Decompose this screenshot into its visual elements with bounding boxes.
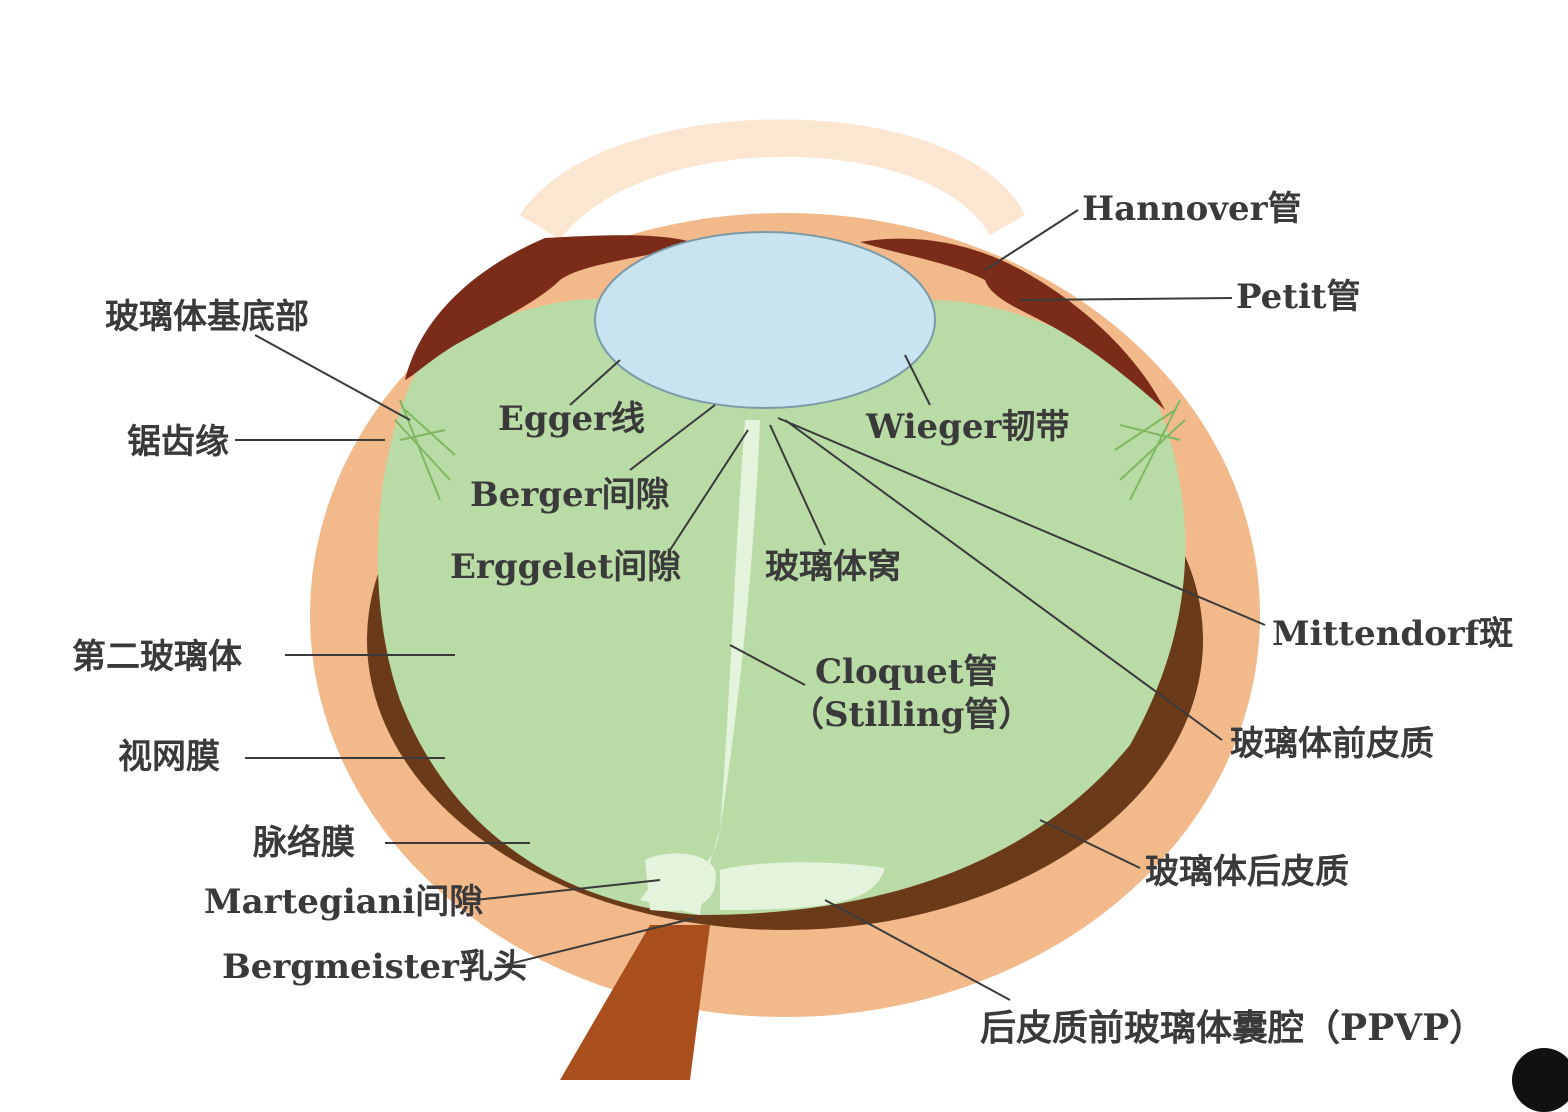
vitreous-body [377,299,1186,915]
eye-anatomy-diagram [235,119,1266,1080]
cloquet-canal [640,420,760,915]
label-martegiani-space: Martegiani间隙 [204,882,484,922]
ciliary-body-right [860,238,1165,410]
label-anterior-cortex: 玻璃体前皮质 [1230,724,1434,764]
lens [594,231,936,409]
optic-nerve [560,925,710,1080]
label-posterior-cortex: 玻璃体后皮质 [1145,852,1349,892]
label-petit-canal: Petit管 [1236,277,1361,317]
label-ppvp: 后皮质前玻璃体囊腔（PPVP） [980,1007,1486,1049]
label-mittendorf-dot: Mittendorf斑 [1272,614,1514,654]
label-egger-line: Egger线 [498,399,646,439]
leader-lines [235,209,1266,1001]
label-ora-serrata: 锯齿缘 [127,422,229,462]
label-cloquet-canal: Cloquet管 [815,652,998,692]
label-vitreous-fossa: 玻璃体窝 [765,547,901,587]
label-vitreous-base: 玻璃体基底部 [105,297,309,337]
cornea [520,119,1025,240]
corner-black-dot [1512,1048,1568,1112]
ora-serrata-left [394,399,456,501]
label-hannover-canal: Hannover管 [1082,189,1302,229]
ora-serrata-right [1114,399,1186,501]
label-erggelet-space: Erggelet间隙 [450,547,682,587]
label-choroid: 脉络膜 [253,823,355,863]
label-retina: 视网膜 [118,737,220,777]
ppvp-pocket [720,862,885,910]
label-secondary-vitreous: 第二玻璃体 [72,637,242,677]
label-bergmeister-papilla: Bergmeister乳头 [222,947,527,987]
label-stilling-canal: （Stilling管） [790,695,1033,735]
label-wieger-ligament: Wieger韧带 [866,407,1070,447]
label-berger-space: Berger间隙 [470,475,670,515]
martegiani-space [645,853,716,911]
